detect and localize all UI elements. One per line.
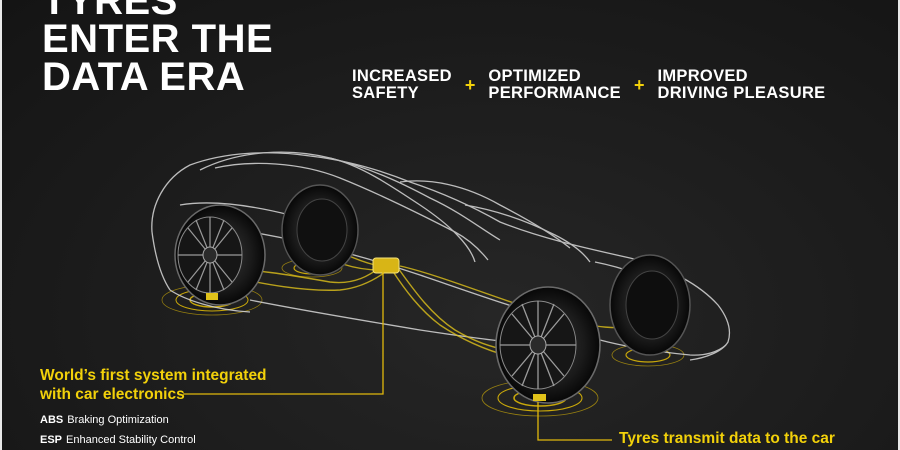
- page-headline: TYRES ENTER THE DATA ERA: [42, 0, 274, 99]
- spec-abbr: ABS: [40, 414, 64, 426]
- benefit-line: IMPROVED: [657, 67, 748, 85]
- benefit-line: OPTIMIZED: [488, 67, 581, 85]
- wheel-front-right: [495, 286, 601, 404]
- frame-border-right: [898, 0, 900, 450]
- plus-icon: +: [464, 74, 476, 95]
- callout-connectors: [183, 272, 612, 441]
- callout-title-line: with car electronics: [40, 386, 185, 403]
- wheel-rear-left: [281, 184, 359, 276]
- benefit-line: PERFORMANCE: [488, 84, 621, 102]
- headline-line: DATA ERA: [42, 55, 246, 99]
- headline-line: TYRES: [42, 0, 178, 23]
- wheel-rear-right: [609, 254, 691, 356]
- callout-title-line: World’s first system integrated: [40, 367, 267, 384]
- spec-label: Enhanced Stability Control: [66, 434, 196, 446]
- benefit-line: DRIVING PLEASURE: [657, 84, 826, 102]
- callout-title: World’s first system integrated with car…: [40, 366, 267, 404]
- benefit-line: INCREASED: [352, 67, 452, 85]
- spec-abbr: ESP: [40, 434, 63, 446]
- transmit-caption: Tyres transmit data to the car: [619, 430, 835, 447]
- benefits-row: INCREASED SAFETY + OPTIMIZED PERFORMANCE…: [352, 68, 825, 102]
- benefit-safety: INCREASED SAFETY: [352, 68, 452, 102]
- spec-label: Braking Optimization: [67, 414, 169, 426]
- benefit-performance: OPTIMIZED PERFORMANCE: [488, 68, 621, 102]
- headline-line: ENTER THE: [42, 17, 274, 61]
- benefit-line: SAFETY: [352, 84, 419, 102]
- frame-border-left: [0, 0, 2, 450]
- wheel-front-left: [174, 204, 266, 306]
- benefit-driving-pleasure: IMPROVED DRIVING PLEASURE: [657, 68, 825, 102]
- plus-icon: +: [633, 74, 645, 95]
- control-unit-box: [372, 257, 400, 274]
